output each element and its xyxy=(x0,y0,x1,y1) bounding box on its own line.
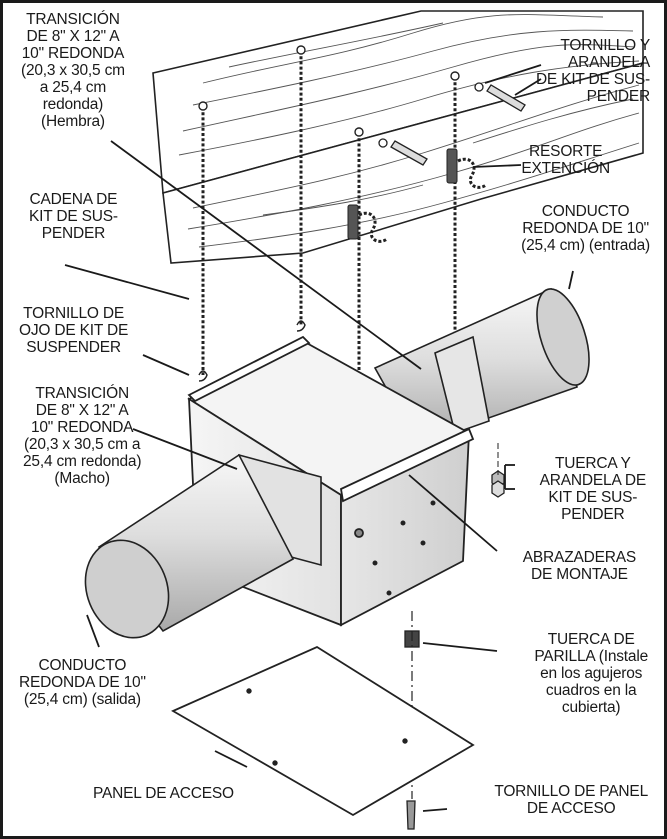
access-panel xyxy=(171,645,475,817)
extension-springs xyxy=(347,148,487,243)
label-conducto-entrada: CONDUCTO REDONDA DE 10" (25,4 cm) (entra… xyxy=(521,203,650,254)
label-abrazaderas: ABRAZADERAS DE MONTAJE xyxy=(522,549,636,583)
label-panel-acceso: PANEL DE ACCESO xyxy=(93,785,234,802)
label-resorte: RESORTE EXTENCIÓN xyxy=(521,143,610,177)
outlet-duct xyxy=(84,453,322,639)
joist-upper xyxy=(152,10,644,195)
label-tornillo-ojo: TORNILLO DE OJO DE KIT DE SUSPENDER xyxy=(19,305,129,356)
label-cadena: CADENA DE KIT DE SUS- PENDER xyxy=(29,191,118,242)
label-tornillo-arandela: TORNILLO Y ARANDELA DE KIT DE SUS- PENDE… xyxy=(535,37,650,105)
leader-lines xyxy=(64,64,574,812)
joist-lower xyxy=(162,61,644,264)
label-transicion-macho: TRANSICIÓN DE 8" X 12" A 10" REDONDA (20… xyxy=(23,385,142,487)
ceiling-joists xyxy=(152,10,644,264)
label-transicion-hembra: TRANSICIÓN DE 8" X 12" A 10" REDONDA (20… xyxy=(21,11,125,130)
label-tuerca-arandela: TUERCA Y ARANDELA DE KIT DE SUS- PENDER xyxy=(539,455,647,523)
diagram-artwork xyxy=(64,10,644,830)
inlet-duct xyxy=(373,287,590,444)
label-tornillo-panel: TORNILLO DE PANEL DE ACCESO xyxy=(494,783,648,817)
wood-grain xyxy=(178,14,640,248)
label-conducto-salida: CONDUCTO REDONDA DE 10" (25,4 cm) (salid… xyxy=(19,657,146,708)
label-tuerca-parilla: TUERCA DE PARILLA (Instale en los agujer… xyxy=(534,631,648,716)
lag-screws xyxy=(378,82,526,166)
